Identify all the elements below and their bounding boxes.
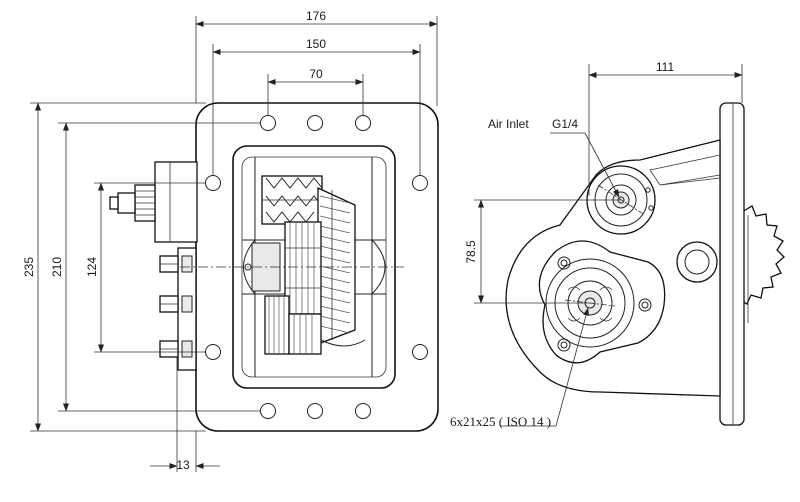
air-fitting	[117, 192, 136, 214]
dim-center-distance: 78.5	[464, 240, 478, 264]
front-dimensions: 176 150 70 235 210 124 13	[22, 9, 438, 472]
shaft-spec-label: 6x21x25 ( ISO 14 )	[450, 414, 551, 429]
output-spline-gear	[738, 205, 785, 323]
front-view	[109, 102, 439, 432]
mounting-studs	[159, 247, 197, 371]
side-view	[505, 102, 785, 426]
dim-offset-13: 13	[176, 458, 190, 472]
dim-flange-width: 150	[306, 37, 326, 51]
bevel-gear	[317, 186, 356, 345]
air-inlet-label: Air Inlet	[488, 117, 529, 131]
housing-boss	[676, 241, 718, 283]
port-thread-label: G1/4	[552, 117, 578, 131]
dim-overall-height: 235	[22, 257, 36, 277]
dim-overall-width: 176	[306, 9, 326, 23]
dim-flange-height: 210	[50, 257, 64, 277]
dim-side-width: 111	[656, 60, 675, 74]
dim-height-124: 124	[85, 257, 99, 277]
side-dimensions: 111 78.5 Air Inlet G1/4 6x21x25 ( ISO 14…	[450, 60, 743, 429]
lower-gear	[264, 295, 366, 355]
spline-gear	[284, 221, 322, 315]
housing-opening	[232, 145, 396, 389]
mounting-plate	[719, 102, 745, 426]
flange-bolt-holes	[205, 115, 428, 419]
air-cylinder-block	[109, 161, 198, 243]
worm-gear	[261, 175, 323, 225]
dim-bolt-spacing: 70	[309, 67, 323, 81]
